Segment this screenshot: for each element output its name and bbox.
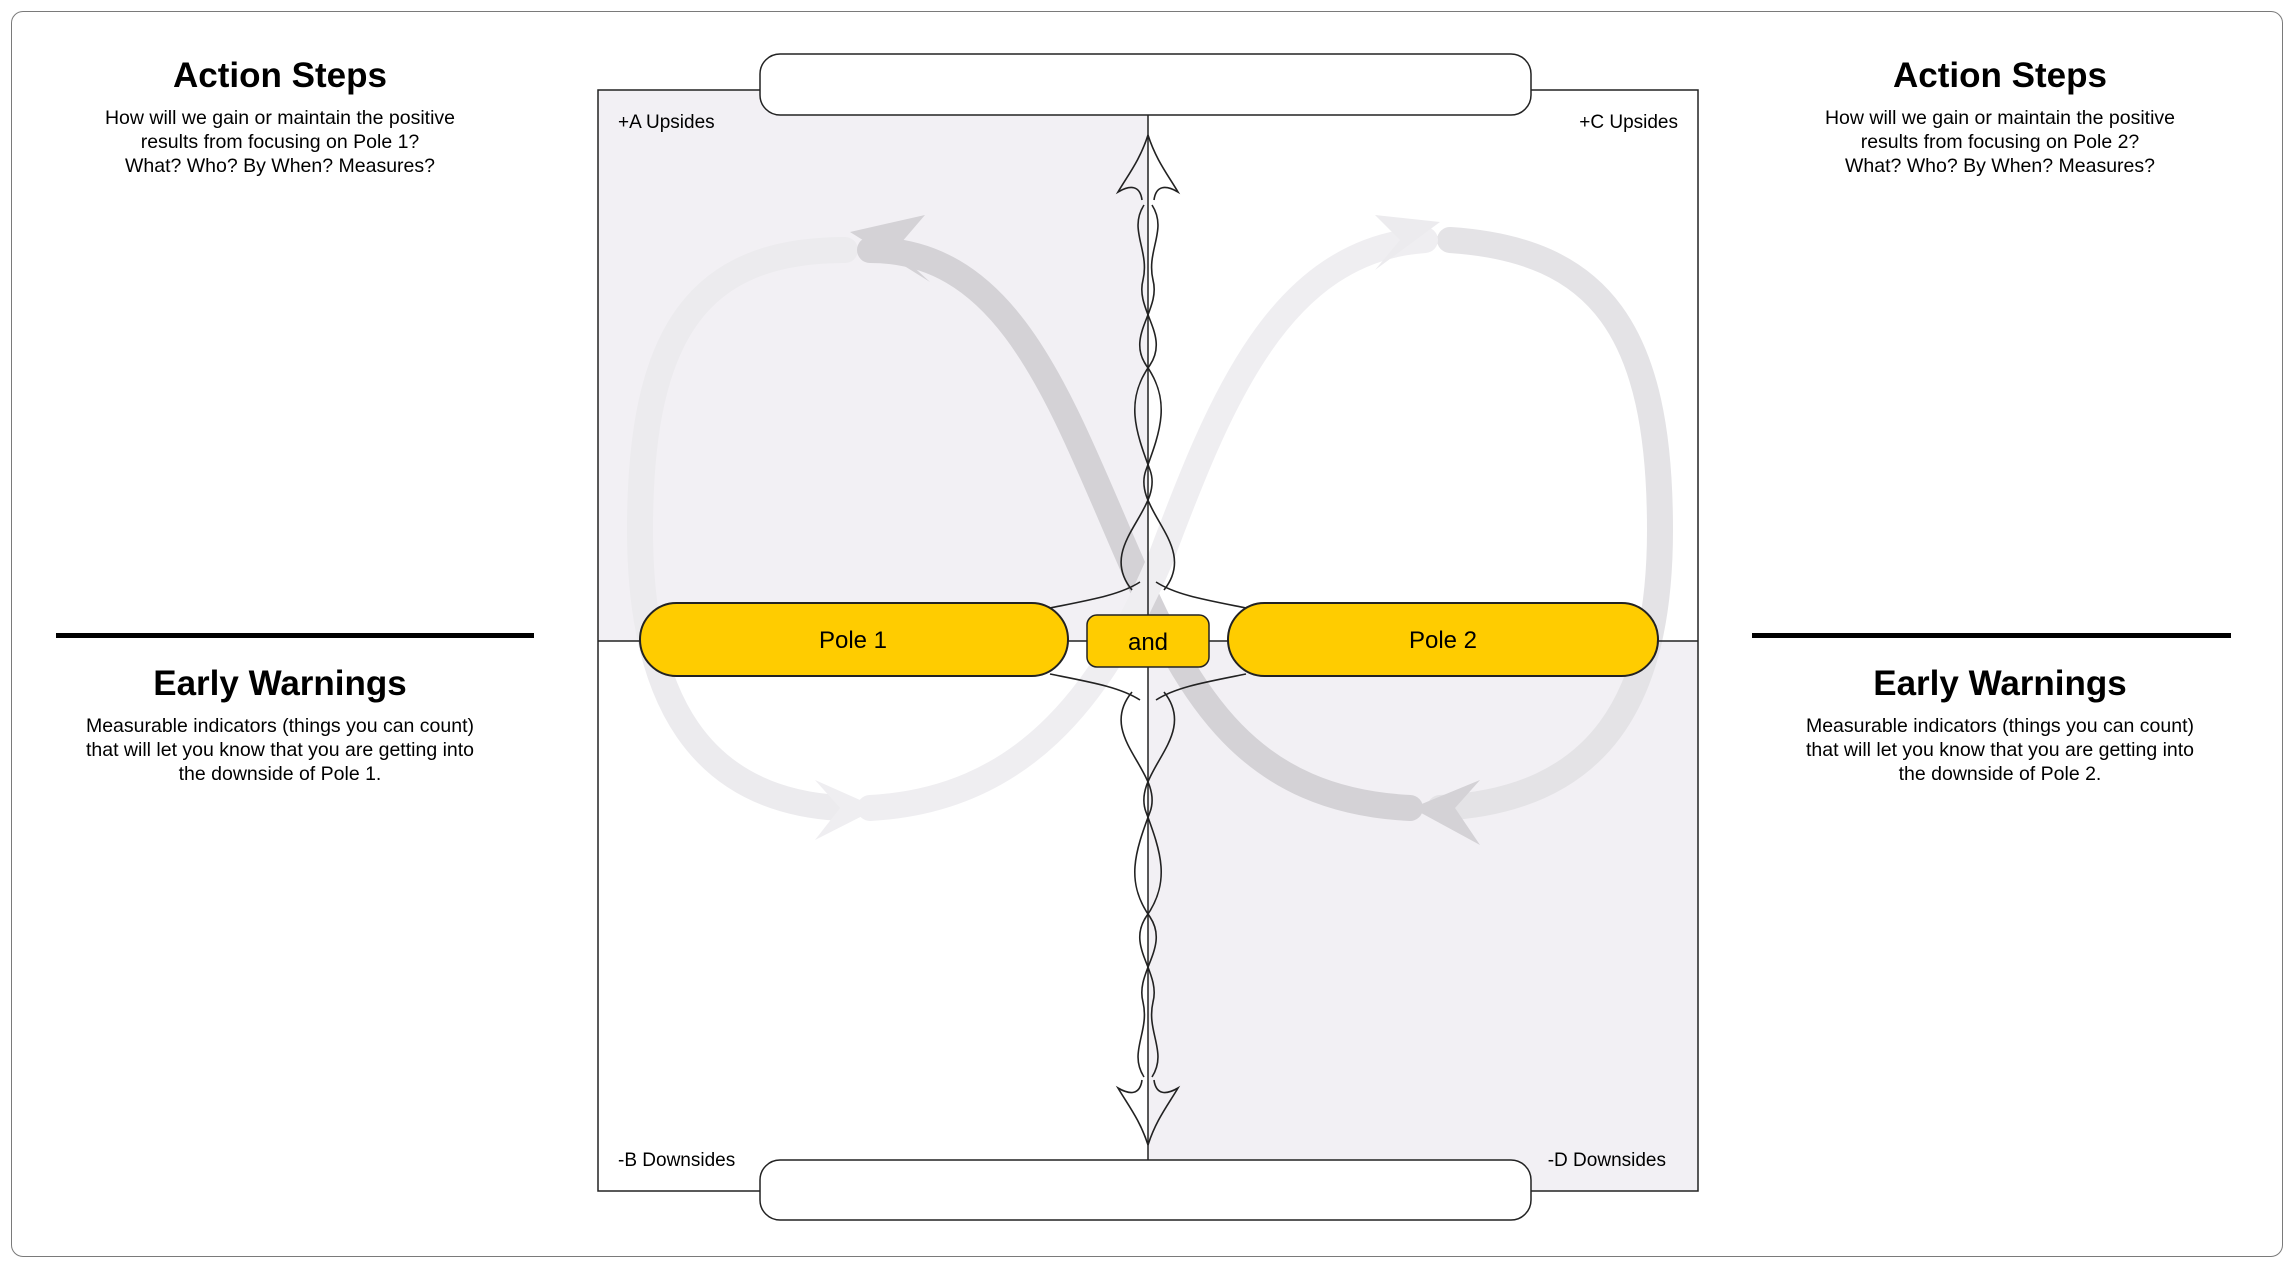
quadrant-d-label: -D Downsides [1548, 1150, 1666, 1171]
pole-1-box[interactable] [639, 602, 1069, 677]
braid-link-right-bottom [1155, 673, 1247, 701]
left-action-steps-title: Action Steps [173, 56, 387, 95]
right-early-warnings-text: Measurable indicators (things you can co… [1805, 715, 2195, 785]
loop-lower-right [1427, 227, 1674, 821]
braid-strand-4 [1139, 691, 1176, 1078]
quadrant-b-label: -B Downsides [618, 1150, 735, 1171]
right-action-steps-title: Action Steps [1893, 56, 2107, 95]
braid-link-left-top [1049, 581, 1141, 609]
braid-strand-2 [1139, 204, 1176, 591]
pole-2-label: Pole 2 [1409, 627, 1477, 654]
right-action-steps-text: How will we gain or maintain the positiv… [1824, 107, 2176, 177]
braid-arrowhead-up [1115, 134, 1181, 201]
braid-strand-1 [1120, 204, 1157, 591]
braided-arrow [1049, 134, 1247, 1146]
left-early-warnings-text: Measurable indicators (things you can co… [85, 715, 475, 785]
pole-2-box[interactable] [1227, 602, 1659, 677]
left-early-warnings-title: Early Warnings [153, 664, 407, 703]
braid-link-right-top [1155, 581, 1247, 609]
quadrant-a-fill [598, 90, 1148, 641]
right-action-steps: Action Steps How will we gain or maintai… [1740, 56, 2260, 178]
left-divider [56, 633, 534, 638]
and-label: and [1128, 629, 1168, 656]
loop-diagonal-down [857, 237, 1423, 821]
right-early-warnings: Early Warnings Measurable indicators (th… [1740, 664, 2260, 786]
left-action-steps: Action Steps How will we gain or maintai… [20, 56, 540, 178]
and-box[interactable] [1086, 614, 1210, 668]
loop-diagonal-up [857, 227, 1438, 821]
braid-link-left-bottom [1049, 673, 1141, 701]
loop-arrowhead-lower-left [815, 780, 878, 840]
braid-strand-3 [1120, 691, 1157, 1078]
right-divider [1752, 633, 2231, 638]
quadrant-c-label: +C Upsides [1579, 112, 1678, 133]
bottom-fear-box[interactable] [759, 1159, 1532, 1221]
loop-arrowhead-lower-right [1412, 780, 1480, 845]
quadrant-a-label: +A Upsides [618, 112, 715, 133]
braid-arrowhead-down [1115, 1079, 1181, 1146]
left-action-steps-text: How will we gain or maintain the positiv… [104, 107, 456, 177]
infinity-loop [626, 215, 1674, 845]
right-early-warnings-title: Early Warnings [1873, 664, 2127, 703]
pole-1-label: Pole 1 [819, 627, 887, 654]
loop-arrowhead-upper-right [1375, 215, 1440, 270]
loop-arrowhead-upper-left [850, 215, 930, 282]
left-early-warnings: Early Warnings Measurable indicators (th… [20, 664, 540, 786]
top-purpose-box[interactable] [759, 53, 1532, 116]
loop-upper-left [626, 237, 858, 821]
